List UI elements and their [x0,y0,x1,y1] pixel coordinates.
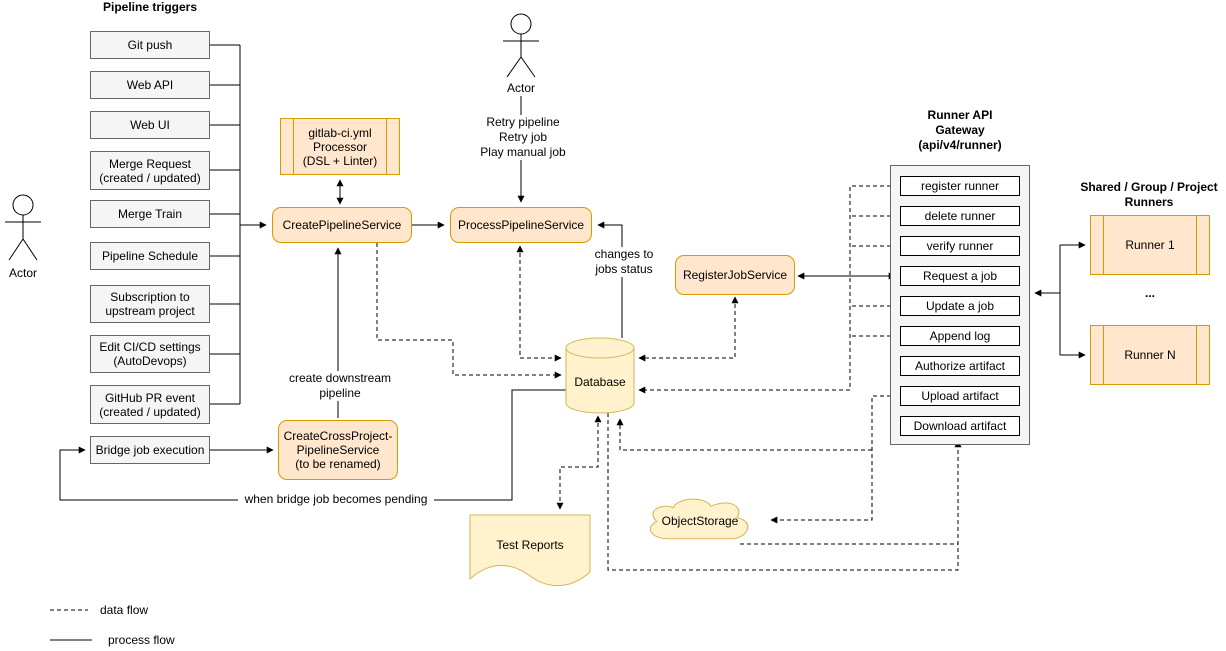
actor-top-label: Actor [506,81,535,95]
test-reports-label: Test Reports [496,538,564,552]
database-cylinder [565,337,635,414]
runner-n: Runner N [1090,325,1210,385]
legend-process-flow-label: process flow [108,633,175,647]
trigger-github-pr: GitHub PR event (created / updated) [90,385,210,424]
endpoint-append-log: Append log [900,326,1020,346]
object-storage-cloud [649,498,749,540]
gateway-title: Runner API Gateway (api/v4/runner) [918,108,1002,152]
endpoint-upload-artifact: Upload artifact [900,386,1020,406]
create-cross-project-pipeline-service: CreateCrossProject- PipelineService (to … [278,420,398,480]
trigger-subscription: Subscription to upstream project [90,285,210,323]
trigger-edit-cicd: Edit CI/CD settings (AutoDevops) [90,335,210,373]
register-job-service: RegisterJobService [675,255,795,295]
changes-status-label: changes to jobs status [584,247,664,277]
legend-data-flow-label: data flow [100,603,149,617]
test-reports-document [469,514,591,587]
endpoint-request-job: Request a job [900,266,1020,286]
object-storage-label: ObjectStorage [661,514,739,528]
gitlab-ci-yml-processor: gitlab-ci.yml Processor (DSL + Linter) [280,118,400,175]
process-shape-bar [1103,216,1104,274]
data-flow-connectors [376,185,962,571]
endpoint-authorize-artifact: Authorize artifact [900,356,1020,376]
create-downstream-label: create downstream pipeline [278,371,402,401]
triggers-title: Pipeline triggers [102,0,198,14]
trigger-merge-train: Merge Train [90,200,210,228]
processor-label: gitlab-ci.yml Processor (DSL + Linter) [302,125,378,168]
trigger-pipeline-schedule: Pipeline Schedule [90,242,210,270]
runners-title: Shared / Group / Project Runners [1080,180,1218,209]
process-shape-bar [1103,326,1104,384]
process-shape-bar [293,119,294,174]
endpoint-download-artifact: Download artifact [900,416,1020,436]
process-shape-bar [1196,216,1197,274]
endpoint-register-runner: register runner [900,176,1020,196]
endpoint-delete-runner: delete runner [900,206,1020,226]
runner-n-label: Runner N [1124,348,1176,362]
process-shape-bar [1196,326,1197,384]
actor-figure-top [503,13,539,78]
endpoint-verify-runner: verify runner [900,236,1020,256]
trigger-merge-request: Merge Request (created / updated) [90,151,210,190]
trigger-web-api: Web API [90,71,210,99]
process-pipeline-service: ProcessPipelineService [450,207,592,243]
trigger-bridge-job: Bridge job execution [90,436,210,464]
retry-actions-label: Retry pipeline Retry job Play manual job [466,115,580,160]
process-shape-bar [386,119,387,174]
runner-1-label: Runner 1 [1125,238,1175,252]
create-pipeline-service: CreatePipelineService [272,207,412,243]
trigger-web-ui: Web UI [90,111,210,139]
endpoint-update-job: Update a job [900,296,1020,316]
actor-left-label: Actor [8,266,37,280]
runner-1: Runner 1 [1090,215,1210,275]
database-label: Database [574,375,626,389]
when-bridge-pending-label: when bridge job becomes pending [238,492,434,507]
legend-lines [50,609,92,641]
runners-ellipsis: ... [1144,286,1155,300]
actor-figure-left [5,194,41,261]
trigger-git-push: Git push [90,31,210,59]
